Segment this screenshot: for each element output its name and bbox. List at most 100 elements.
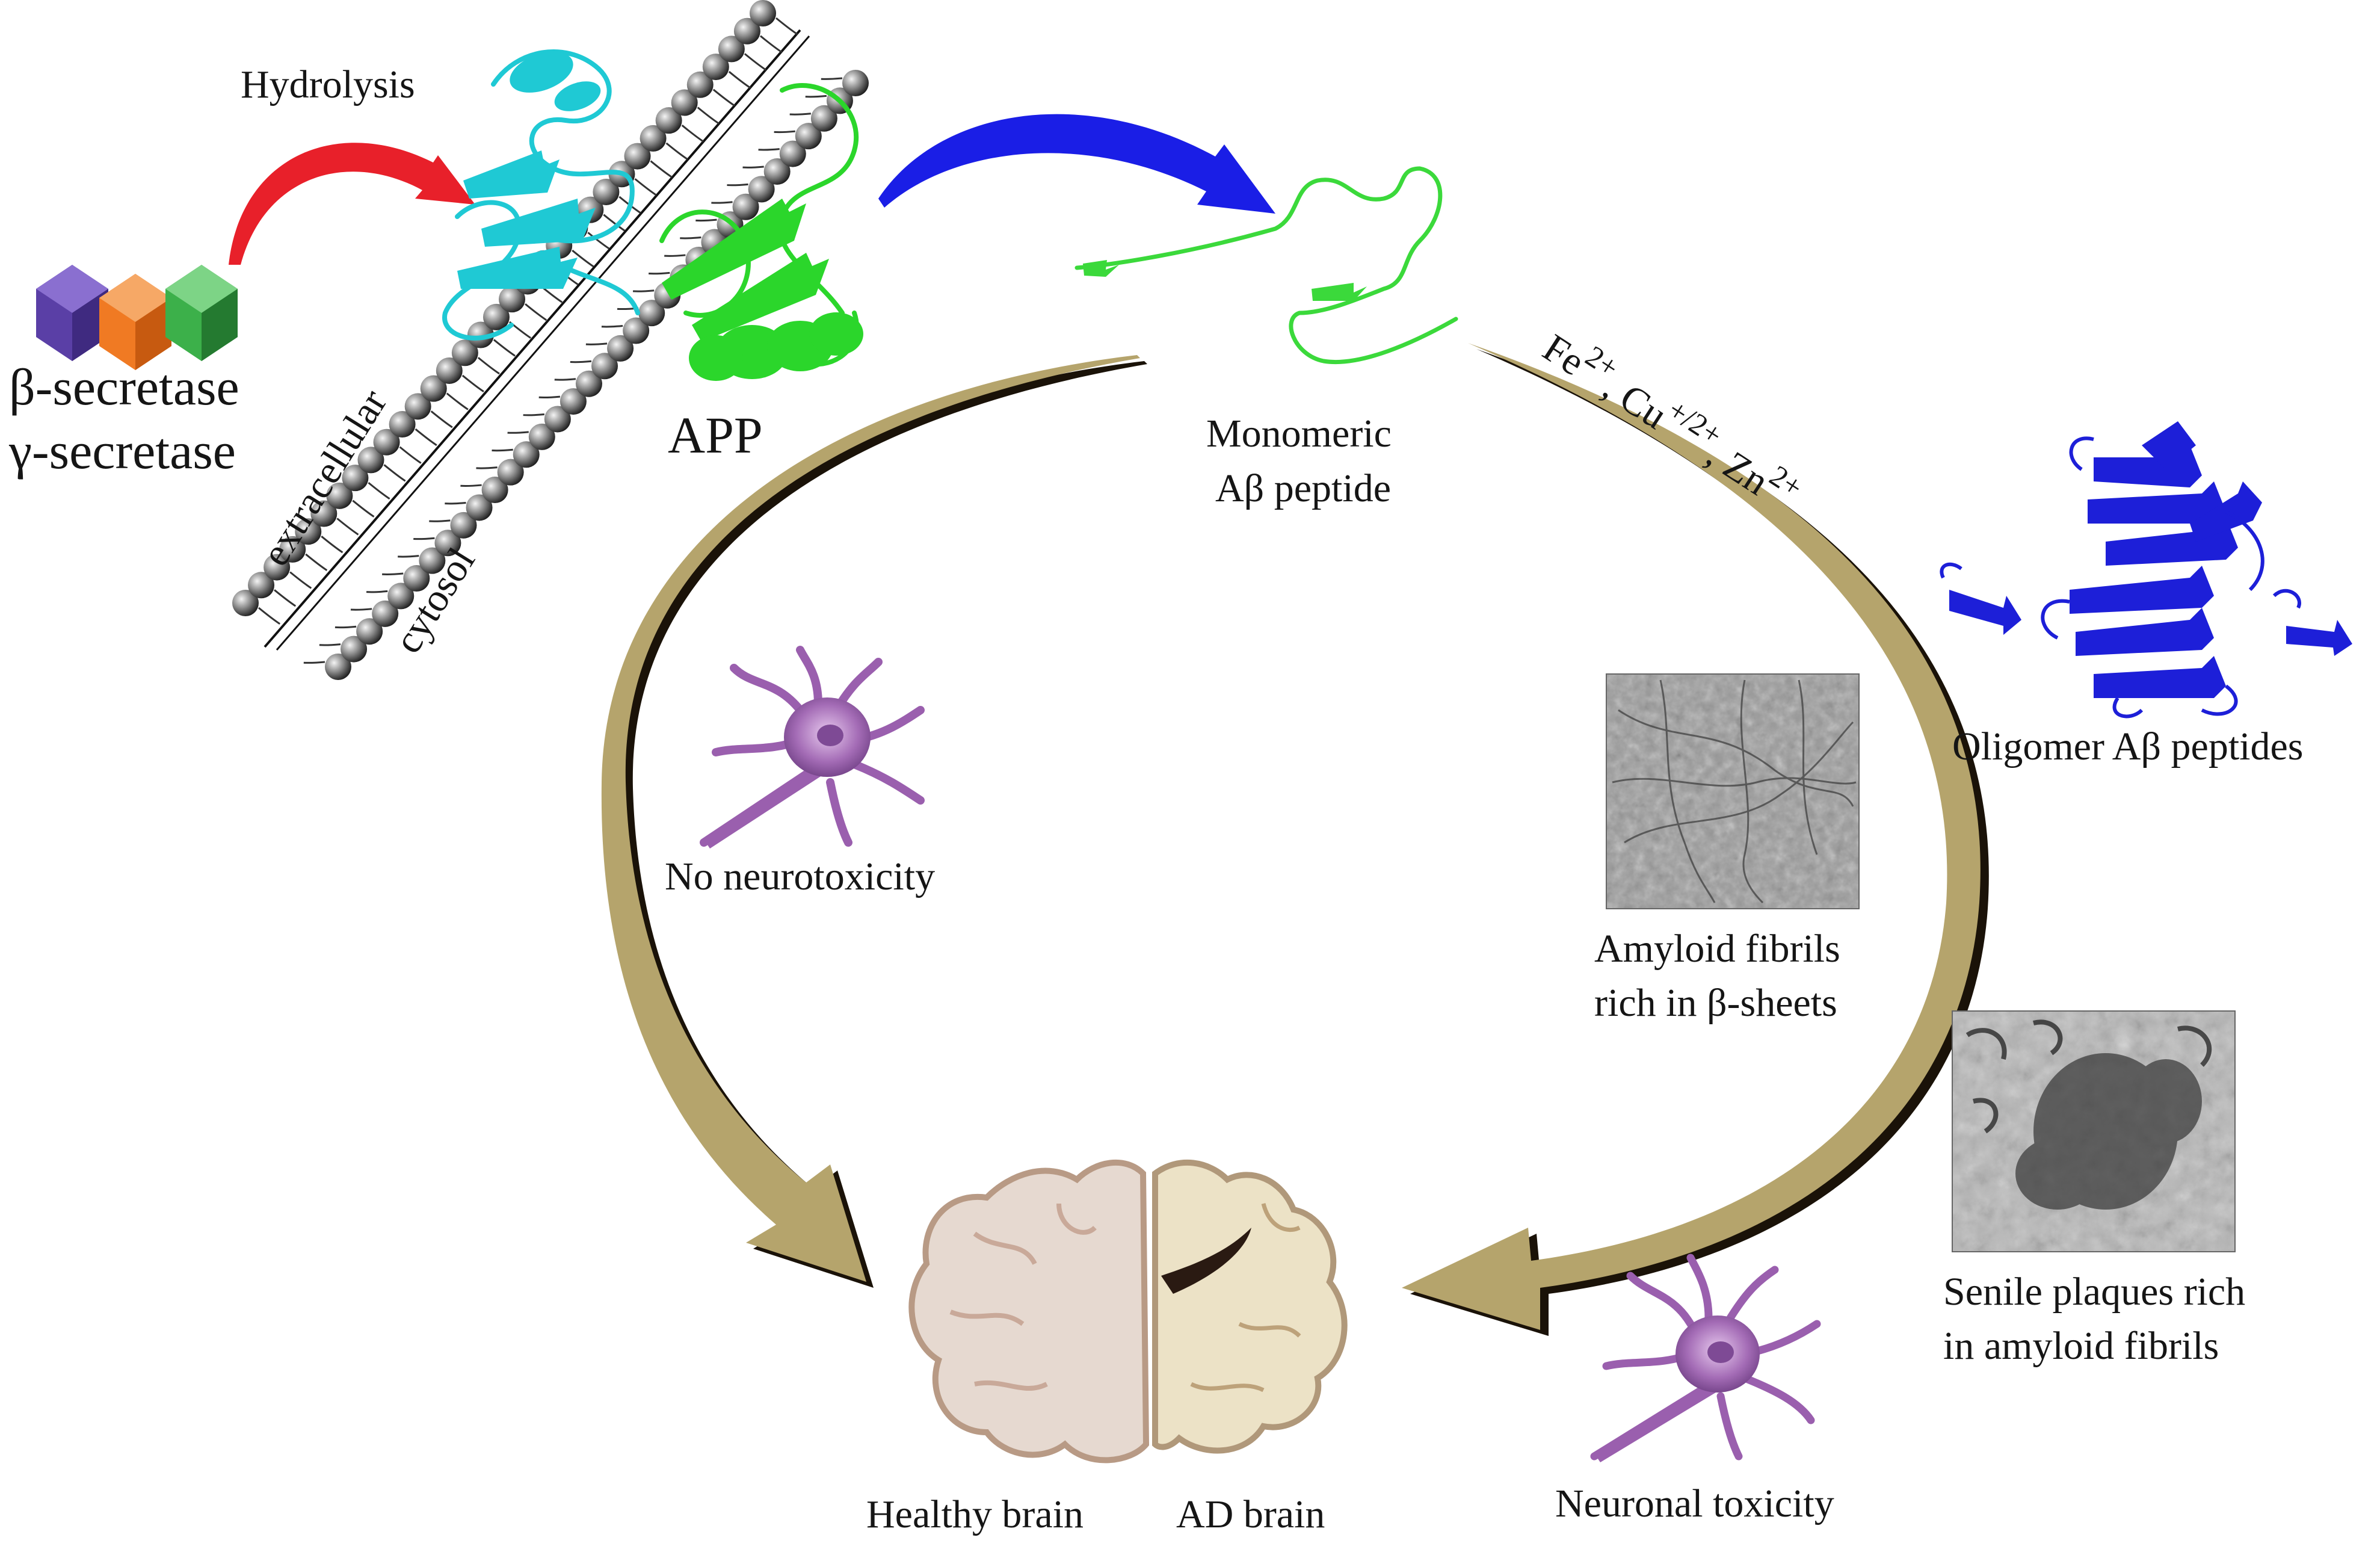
lipid-head: [467, 321, 494, 348]
lipid-tail: [727, 183, 748, 187]
lipid-head: [591, 353, 618, 380]
lipid-head: [607, 335, 634, 362]
lipid-head: [763, 158, 791, 185]
lipid-head: [372, 600, 399, 627]
monomeric-abeta-structure: [1074, 166, 1458, 365]
lipid-tail: [445, 501, 466, 505]
lipid-tail: [461, 374, 484, 392]
monomeric-label-line2: Aβ peptide: [1215, 466, 1391, 510]
lipid-head: [481, 477, 508, 504]
lipid-tail: [460, 484, 482, 487]
neuronal-toxicity-label: Neuronal toxicity: [1555, 1482, 1834, 1526]
lipid-tail: [587, 232, 610, 250]
lipid-head: [389, 411, 416, 438]
lipid-head: [341, 635, 368, 663]
lipid-tail: [305, 553, 328, 571]
lipid-tail: [711, 201, 733, 204]
lipid-head: [640, 125, 667, 152]
lipid-tail: [350, 608, 372, 611]
senile-plaques-micrograph: [1952, 1010, 2236, 1252]
no-neurotoxicity-label: No neurotoxicity: [665, 855, 935, 898]
lipid-head: [436, 357, 463, 384]
lipid-tail: [507, 431, 529, 434]
lipid-head: [560, 388, 587, 415]
app-label: APP: [668, 406, 763, 464]
lipid-tail: [336, 518, 359, 536]
lipid-head: [295, 518, 322, 545]
lipid-tail: [774, 130, 795, 134]
lipid-head: [373, 428, 400, 456]
lipid-tail: [681, 125, 704, 143]
lipid-tail: [334, 625, 357, 629]
lipid-head: [686, 71, 714, 98]
oligomer-abeta-structure: [1940, 421, 2352, 719]
lipid-tail: [446, 392, 469, 410]
lipid-head: [451, 339, 478, 366]
lipid-head: [387, 583, 415, 610]
lipid-head: [279, 536, 306, 563]
lipid-head: [623, 317, 650, 344]
lipid-head: [655, 107, 682, 134]
healthy-pathway-arrow: [601, 355, 1147, 1288]
monomeric-label-line1: Monomeric: [1206, 412, 1392, 456]
healthy-neuron-icon: [700, 646, 925, 849]
gamma-secretase-label: γ-secretase: [8, 422, 236, 480]
lipid-head: [325, 654, 351, 680]
lipid-tail: [570, 360, 592, 363]
metal-ions-label: Fe2+, Cu+/2+, Zn2+: [1535, 326, 1809, 504]
lipid-tail: [368, 481, 390, 500]
lipid-tail: [634, 178, 657, 196]
healthy-brain-image: [908, 1159, 1150, 1464]
toxic-neuron-icon: [1590, 1254, 1821, 1462]
lipid-head: [733, 17, 760, 45]
hydrolysis-label: Hydrolysis: [241, 63, 415, 107]
fibrils-label-line1: Amyloid fibrils: [1594, 927, 1840, 971]
lipid-tail: [321, 536, 344, 554]
lipid-head: [232, 590, 259, 616]
ad-brain-image: [1152, 1159, 1348, 1454]
lipid-tail: [477, 357, 500, 375]
lipid-tail: [366, 590, 388, 593]
beta-secretase-label: β-secretase: [9, 358, 239, 416]
lipid-tail: [399, 446, 422, 464]
lipid-head: [750, 0, 776, 26]
lipid-tail: [650, 160, 673, 178]
lipid-tail: [258, 607, 281, 625]
amyloid-fibrils-micrograph: [1606, 673, 1860, 909]
lipid-head: [779, 140, 806, 167]
lipid-tail: [744, 53, 766, 71]
lipid-head: [748, 176, 775, 203]
lipid-head: [671, 89, 698, 116]
lipid-head: [326, 482, 353, 509]
lipid-tail: [430, 410, 453, 428]
lipid-head: [248, 572, 275, 599]
lipid-tail: [601, 325, 623, 328]
ad-brain-label: AD brain: [1176, 1492, 1325, 1536]
lipid-head: [718, 36, 745, 63]
lipid-tail: [664, 254, 686, 257]
lipid-tail: [289, 571, 312, 589]
lipid-tail: [697, 107, 720, 125]
lipid-tail: [821, 77, 843, 80]
lipid-tail: [413, 537, 435, 540]
lipid-head: [638, 300, 665, 327]
app-protein-structure: [442, 49, 863, 381]
lipid-tail: [554, 378, 576, 381]
lipid-tail: [303, 661, 325, 664]
lipid-head: [419, 547, 446, 574]
lipid-tail: [728, 70, 751, 89]
lipid-head: [403, 565, 430, 592]
lipid-head: [732, 193, 759, 220]
lipid-head: [513, 441, 540, 468]
lipid-head: [420, 375, 447, 402]
lipid-head: [499, 286, 526, 313]
lipid-tail: [712, 88, 735, 107]
lipid-head: [528, 423, 555, 450]
plaques-label-line1: Senile plaques rich: [1943, 1270, 2245, 1314]
cleavage-arrow: [878, 114, 1275, 214]
lipid-tail: [665, 142, 688, 160]
lipid-tail: [493, 339, 516, 357]
lipid-head: [434, 530, 461, 557]
lipid-tail: [523, 413, 544, 416]
